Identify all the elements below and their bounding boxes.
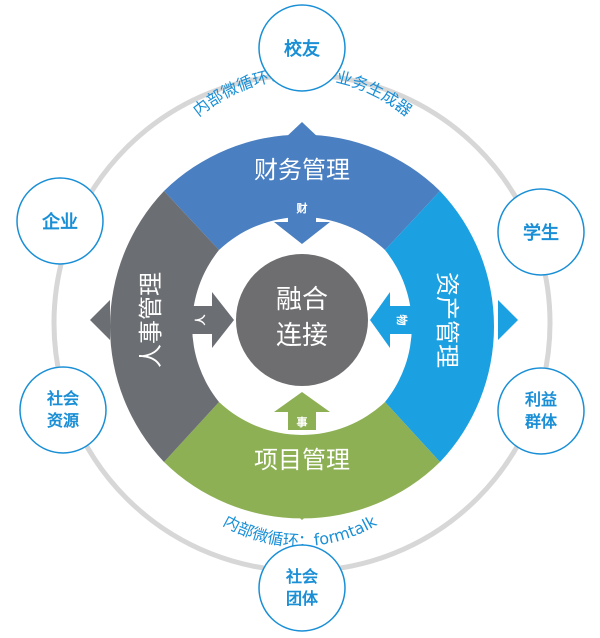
ring-segments — [109, 134, 495, 519]
node-enterprise: 企业 — [16, 177, 104, 265]
node-students: 学生 — [497, 188, 585, 276]
center-label-line2: 连接 — [276, 321, 328, 351]
svg-text:人: 人 — [193, 314, 207, 326]
hr-segment — [109, 191, 219, 462]
project-bottom-pointer — [283, 503, 321, 520]
node-alumni: 校友 — [258, 4, 346, 92]
node-social-resources: 社会 资源 — [19, 366, 107, 454]
svg-text:社会: 社会 — [285, 567, 318, 586]
svg-text:事: 事 — [297, 415, 308, 429]
svg-text:群体: 群体 — [525, 412, 558, 431]
project-segment — [164, 402, 440, 519]
assets-label: 资产管理 — [433, 272, 461, 368]
svg-text:财: 财 — [296, 201, 308, 215]
svg-text:校友: 校友 — [284, 38, 320, 60]
svg-text:物: 物 — [395, 315, 409, 326]
finance-segment — [164, 134, 440, 250]
node-interest-groups: 利益 群体 — [497, 367, 585, 455]
svg-text:企业: 企业 — [41, 211, 78, 233]
svg-text:资源: 资源 — [47, 411, 79, 430]
center-circle — [236, 254, 368, 386]
svg-text:团体: 团体 — [286, 589, 319, 608]
project-arrow: 事 — [274, 392, 330, 430]
svg-text:社会: 社会 — [46, 389, 79, 408]
svg-text:学生: 学生 — [523, 222, 559, 244]
svg-text:利益: 利益 — [525, 390, 557, 409]
node-social-orgs: 社会 团体 — [258, 544, 346, 632]
assets-segment — [385, 191, 495, 462]
center-label-line1: 融合 — [276, 285, 328, 315]
finance-arrow: 财 — [274, 196, 330, 244]
hr-left-pointer — [90, 300, 110, 340]
hr-label: 人事管理 — [137, 272, 165, 368]
project-label: 项目管理 — [254, 446, 350, 474]
finance-top-pointer — [283, 122, 321, 140]
assets-arrow: 物 — [370, 292, 415, 348]
finance-label: 财务管理 — [254, 156, 350, 184]
assets-right-pointer — [498, 300, 518, 340]
hr-arrow: 人 — [184, 292, 234, 348]
